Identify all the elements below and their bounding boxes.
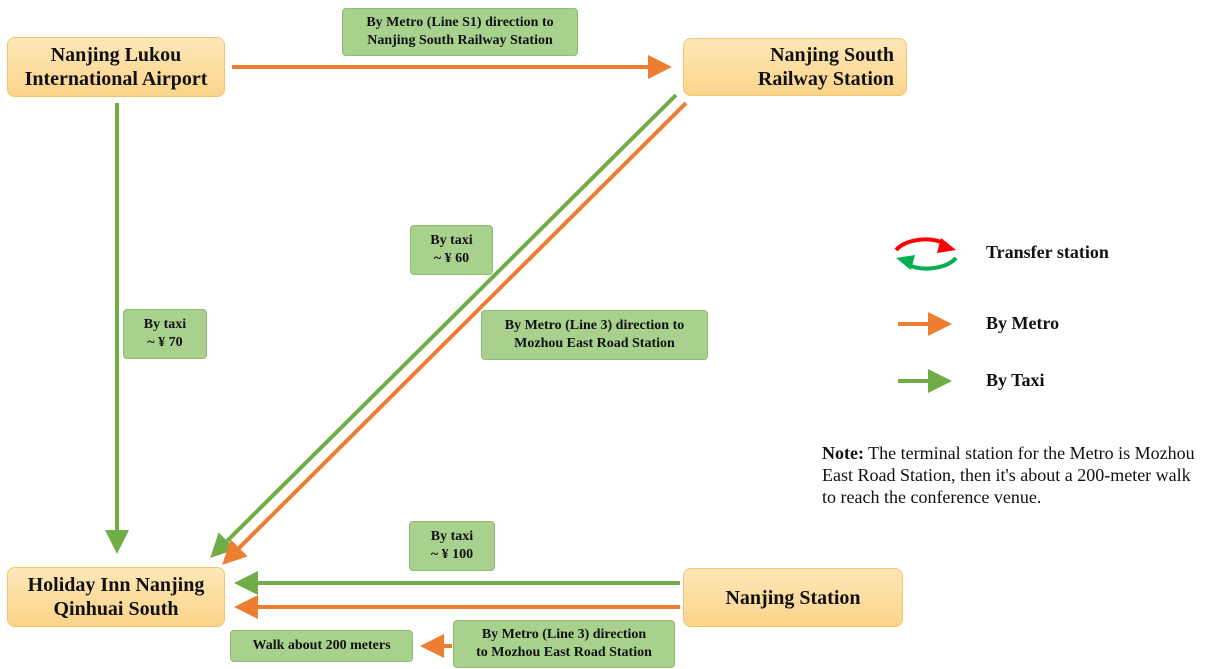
legend-taxi-label: By Taxi xyxy=(986,370,1045,390)
note-bold-label: Note: xyxy=(822,443,864,463)
node-nanjing-station: Nanjing Station xyxy=(683,568,903,627)
node-hotel: Holiday Inn Nanjing Qinhuai South xyxy=(7,567,225,627)
note-body: The terminal station for the Metro is Mo… xyxy=(822,443,1195,507)
node-airport: Nanjing Lukou International Airport xyxy=(7,37,225,97)
note-text: Note: The terminal station for the Metro… xyxy=(822,442,1207,508)
legend-transfer-icon xyxy=(894,237,958,271)
label-airport-to-hotel-taxi: By taxi ~ ¥ 70 xyxy=(123,309,207,359)
node-south-station: Nanjing South Railway Station xyxy=(683,38,907,96)
label-station-to-hotel-metro: By Metro (Line 3) direction to Mozhou Ea… xyxy=(453,620,675,668)
metro-arrow-south-to-hotel xyxy=(222,101,688,565)
label-airport-to-south-metro: By Metro (Line S1) direction to Nanjing … xyxy=(342,8,578,56)
legend-transfer-label: Transfer station xyxy=(986,242,1109,262)
label-walk: Walk about 200 meters xyxy=(230,630,413,662)
label-station-to-hotel-taxi: By taxi ~ ¥ 100 xyxy=(409,521,495,571)
label-south-to-hotel-metro: By Metro (Line 3) direction to Mozhou Ea… xyxy=(481,310,708,360)
legend-metro-label: By Metro xyxy=(986,313,1060,333)
label-south-to-hotel-taxi: By taxi ~ ¥ 60 xyxy=(410,225,493,275)
taxi-arrow-south-to-hotel xyxy=(210,93,678,558)
